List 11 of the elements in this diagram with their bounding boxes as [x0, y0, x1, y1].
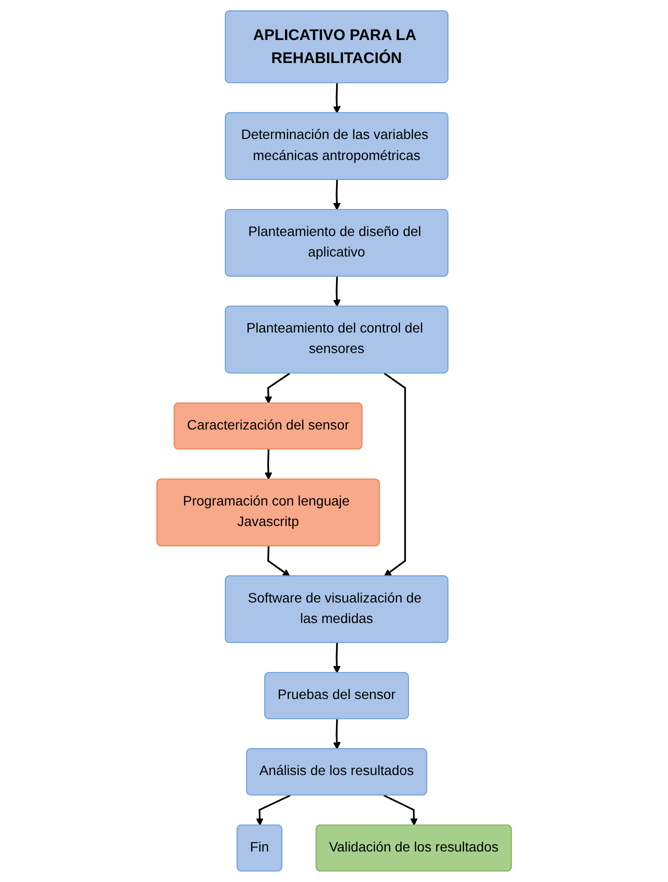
arrow — [333, 83, 341, 114]
arrow — [264, 372, 290, 404]
arrow — [384, 372, 406, 577]
arrow — [267, 546, 290, 577]
arrow — [264, 450, 272, 480]
arrow — [256, 794, 291, 826]
arrow — [333, 642, 341, 674]
arrow — [383, 794, 418, 826]
arrow — [333, 276, 341, 307]
arrow — [333, 719, 341, 750]
arrow — [333, 180, 341, 210]
